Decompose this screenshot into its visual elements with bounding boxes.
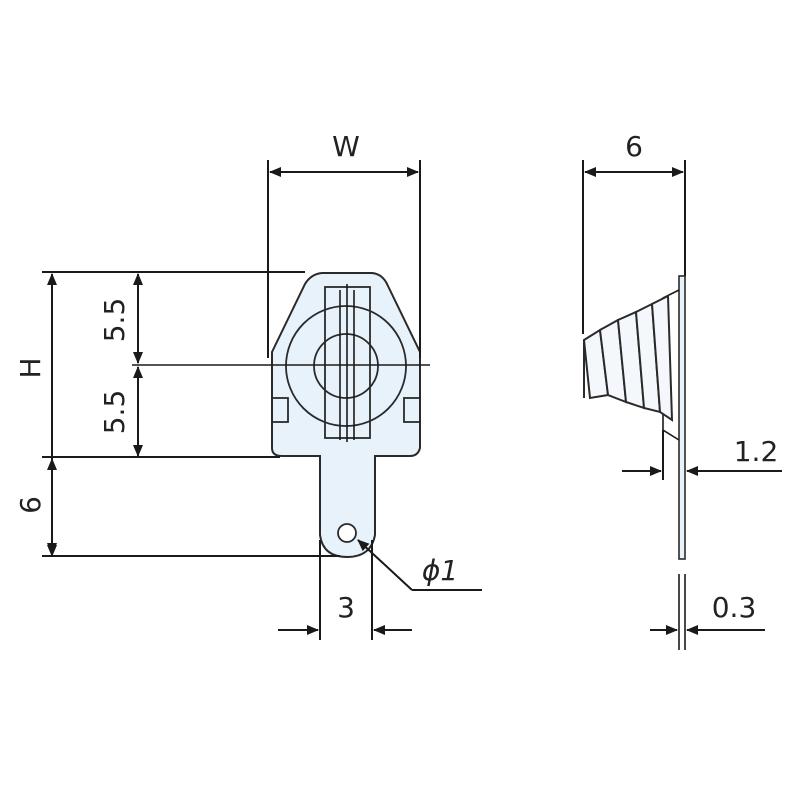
height-label: H [14,357,47,378]
thickness-dimension: 0.3 [650,591,765,635]
hole-diameter-callout: ϕ1 [357,539,482,591]
upper-half-label: 5.5 [98,298,131,343]
thickness-label: 0.3 [712,591,757,624]
contact-plate [271,272,421,559]
width-label: W [332,130,360,163]
mounting-hole [337,523,357,543]
tab-width-dimension: 3 [278,540,412,640]
side-view [582,275,686,650]
hole-diameter-label: ϕ1 [422,554,458,587]
side-depth-label: 6 [625,130,643,163]
tab-length-label: 6 [14,496,47,514]
spring-offset-dimension: 1.2 [622,430,782,480]
right-notch [403,397,421,423]
contact-inner-ring [313,333,379,399]
side-plate [678,275,686,560]
front-view [132,272,430,559]
height-dimension: H [14,271,305,557]
lower-half-label: 5.5 [98,390,131,435]
width-dimension: W [267,130,421,358]
spring-offset-label: 1.2 [734,435,779,468]
tab-width-label: 3 [337,591,355,624]
left-notch [271,397,289,423]
side-depth-dimension: 6 [582,130,686,334]
contact-outer-ring [285,305,407,427]
half-height-dimensions: 5.5 5.5 [98,273,143,457]
spring-coils [582,294,674,422]
tab-length-dimension: 6 [14,456,340,557]
